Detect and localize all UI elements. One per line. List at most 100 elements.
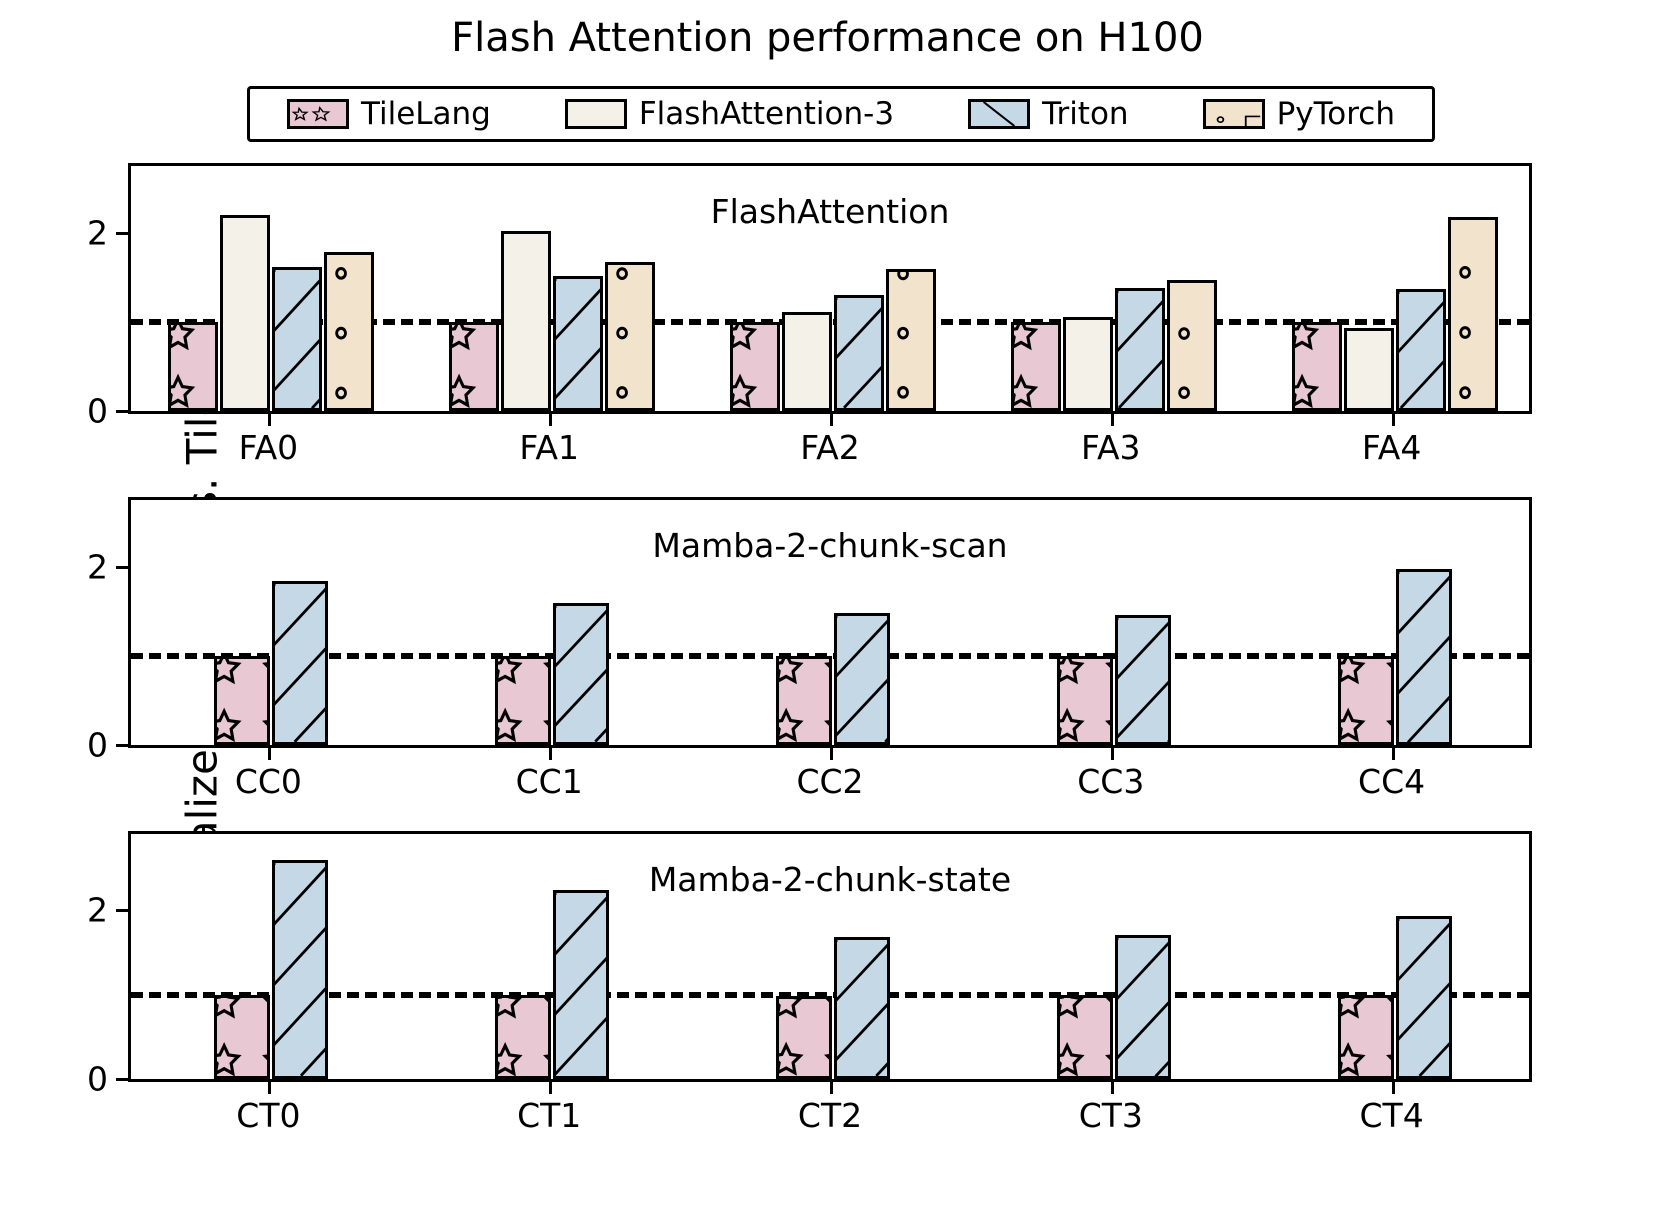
bar-ct2-tilelang [776, 996, 832, 1079]
legend-entry-tilelang: TileLang [286, 96, 491, 132]
bar-cc2-tilelang [776, 655, 832, 745]
bar-cc3-triton [1114, 614, 1171, 745]
xtick-label-fa4: FA4 [1361, 428, 1422, 467]
ytick-label-2: 2 [87, 890, 108, 930]
legend-label-pytorch: PyTorch [1276, 96, 1395, 132]
bar-cc0-triton [272, 581, 329, 745]
bar-fa1-tilelang [449, 321, 500, 411]
xtick-label-ct0: CT0 [236, 1096, 301, 1135]
bar-fa1-flashattention-3 [501, 231, 552, 411]
bar-fa0-tilelang [168, 321, 219, 411]
legend: TileLang FlashAttention-3 Triton [247, 86, 1435, 142]
xtick-label-fa1: FA1 [519, 428, 579, 467]
xtick-label-ct2: CT2 [797, 1096, 863, 1135]
ytick-mark-2 [116, 565, 128, 569]
bar-fa2-pytorch [886, 269, 936, 411]
ytick-mark-2 [116, 231, 128, 235]
bar-fa2-tilelang [730, 321, 780, 411]
legend-swatch-tilelang [286, 99, 349, 129]
bar-fa3-tilelang [1010, 321, 1061, 411]
subplot-mamba-chunk-state: Mamba-2-chunk-state [128, 831, 1532, 1082]
subplot-mamba-chunk-scan: Mamba-2-chunk-scan [128, 497, 1532, 748]
bar-ct0-tilelang [214, 994, 271, 1079]
bar-ct4-tilelang [1337, 994, 1394, 1079]
bars-area-flashattention [131, 166, 1529, 411]
bar-fa1-triton [553, 276, 604, 411]
xtick-mark-cc3 [1110, 748, 1114, 760]
bar-cc4-tilelang [1337, 655, 1394, 745]
legend-swatch-pytorch [1202, 99, 1265, 129]
subplot-flashattention: FlashAttention [128, 163, 1532, 414]
xtick-label-fa0: FA0 [238, 428, 299, 467]
xtick-label-cc0: CC0 [234, 762, 302, 801]
bar-ct1-tilelang [495, 994, 552, 1079]
bar-ct1-triton [553, 889, 610, 1079]
bar-cc3-tilelang [1056, 655, 1113, 745]
ytick-label-2: 2 [87, 547, 108, 587]
legend-swatch-triton [968, 99, 1031, 129]
bar-cc2-triton [834, 613, 890, 745]
xtick-mark-ct0 [268, 1082, 272, 1094]
xtick-mark-fa3 [1110, 414, 1114, 426]
bar-ct2-triton [834, 937, 890, 1079]
xtick-label-cc3: CC3 [1077, 762, 1145, 801]
legend-swatch-flashattention3 [564, 99, 627, 129]
bar-ct3-tilelang [1056, 994, 1113, 1079]
bar-fa4-triton [1395, 288, 1446, 411]
bar-fa3-triton [1114, 288, 1165, 411]
legend-entry-pytorch: PyTorch [1202, 96, 1395, 132]
xtick-label-ct4: CT4 [1359, 1096, 1424, 1135]
bar-fa0-pytorch [324, 251, 375, 411]
xtick-mark-fa2 [830, 414, 833, 426]
legend-entry-triton: Triton [968, 96, 1129, 132]
xtick-mark-cc0 [268, 748, 272, 760]
legend-label-tilelang: TileLang [360, 96, 491, 132]
bar-fa2-flashattention-3 [782, 312, 832, 411]
xtick-mark-ct1 [549, 1082, 553, 1094]
bar-fa1-pytorch [605, 262, 656, 411]
baseline-reference-line [131, 991, 1529, 998]
ytick-label-0: 0 [87, 725, 108, 765]
legend-label-triton: Triton [1042, 96, 1129, 132]
bar-ct0-triton [272, 860, 329, 1079]
xtick-label-cc2: CC2 [796, 762, 864, 801]
bar-fa4-flashattention-3 [1343, 328, 1394, 411]
xtick-mark-cc2 [830, 748, 833, 760]
bar-ct3-triton [1114, 934, 1171, 1079]
ytick-label-0: 0 [87, 1059, 108, 1099]
ytick-mark-0 [116, 744, 128, 747]
bar-fa0-triton [272, 266, 323, 411]
bar-cc1-tilelang [495, 655, 552, 745]
ytick-mark-0 [116, 1078, 128, 1081]
xtick-label-ct3: CT3 [1078, 1096, 1143, 1135]
bar-fa0-flashattention-3 [220, 215, 271, 411]
figure-title: Flash Attention performance on H100 [451, 15, 1204, 61]
bar-fa4-pytorch [1447, 216, 1498, 411]
bar-fa3-flashattention-3 [1062, 316, 1113, 411]
xtick-label-fa2: FA2 [800, 428, 860, 467]
ytick-label-0: 0 [87, 391, 108, 431]
ytick-mark-2 [116, 909, 128, 913]
xtick-label-cc1: CC1 [515, 762, 583, 801]
xtick-mark-cc4 [1391, 748, 1395, 760]
xtick-label-fa3: FA3 [1081, 428, 1141, 467]
bars-area-mamba-chunk-scan [131, 500, 1529, 745]
xtick-mark-ct2 [830, 1082, 833, 1094]
legend-entry-flashattention3: FlashAttention-3 [564, 96, 894, 132]
bar-fa4-tilelang [1291, 321, 1342, 411]
bar-cc4-triton [1395, 568, 1452, 745]
bar-fa3-pytorch [1166, 280, 1217, 411]
xtick-label-ct1: CT1 [517, 1096, 582, 1135]
xtick-mark-cc1 [549, 748, 553, 760]
xtick-mark-fa1 [549, 414, 553, 426]
xtick-mark-ct4 [1391, 1082, 1395, 1094]
xtick-mark-ct3 [1110, 1082, 1114, 1094]
xtick-mark-fa4 [1391, 414, 1395, 426]
bar-cc0-tilelang [214, 655, 271, 745]
xtick-label-cc4: CC4 [1358, 762, 1426, 801]
ytick-mark-0 [116, 410, 128, 413]
ytick-label-2: 2 [87, 213, 108, 253]
xtick-mark-fa0 [268, 414, 272, 426]
bar-ct4-triton [1395, 915, 1452, 1079]
bars-area-mamba-chunk-state [131, 834, 1529, 1079]
